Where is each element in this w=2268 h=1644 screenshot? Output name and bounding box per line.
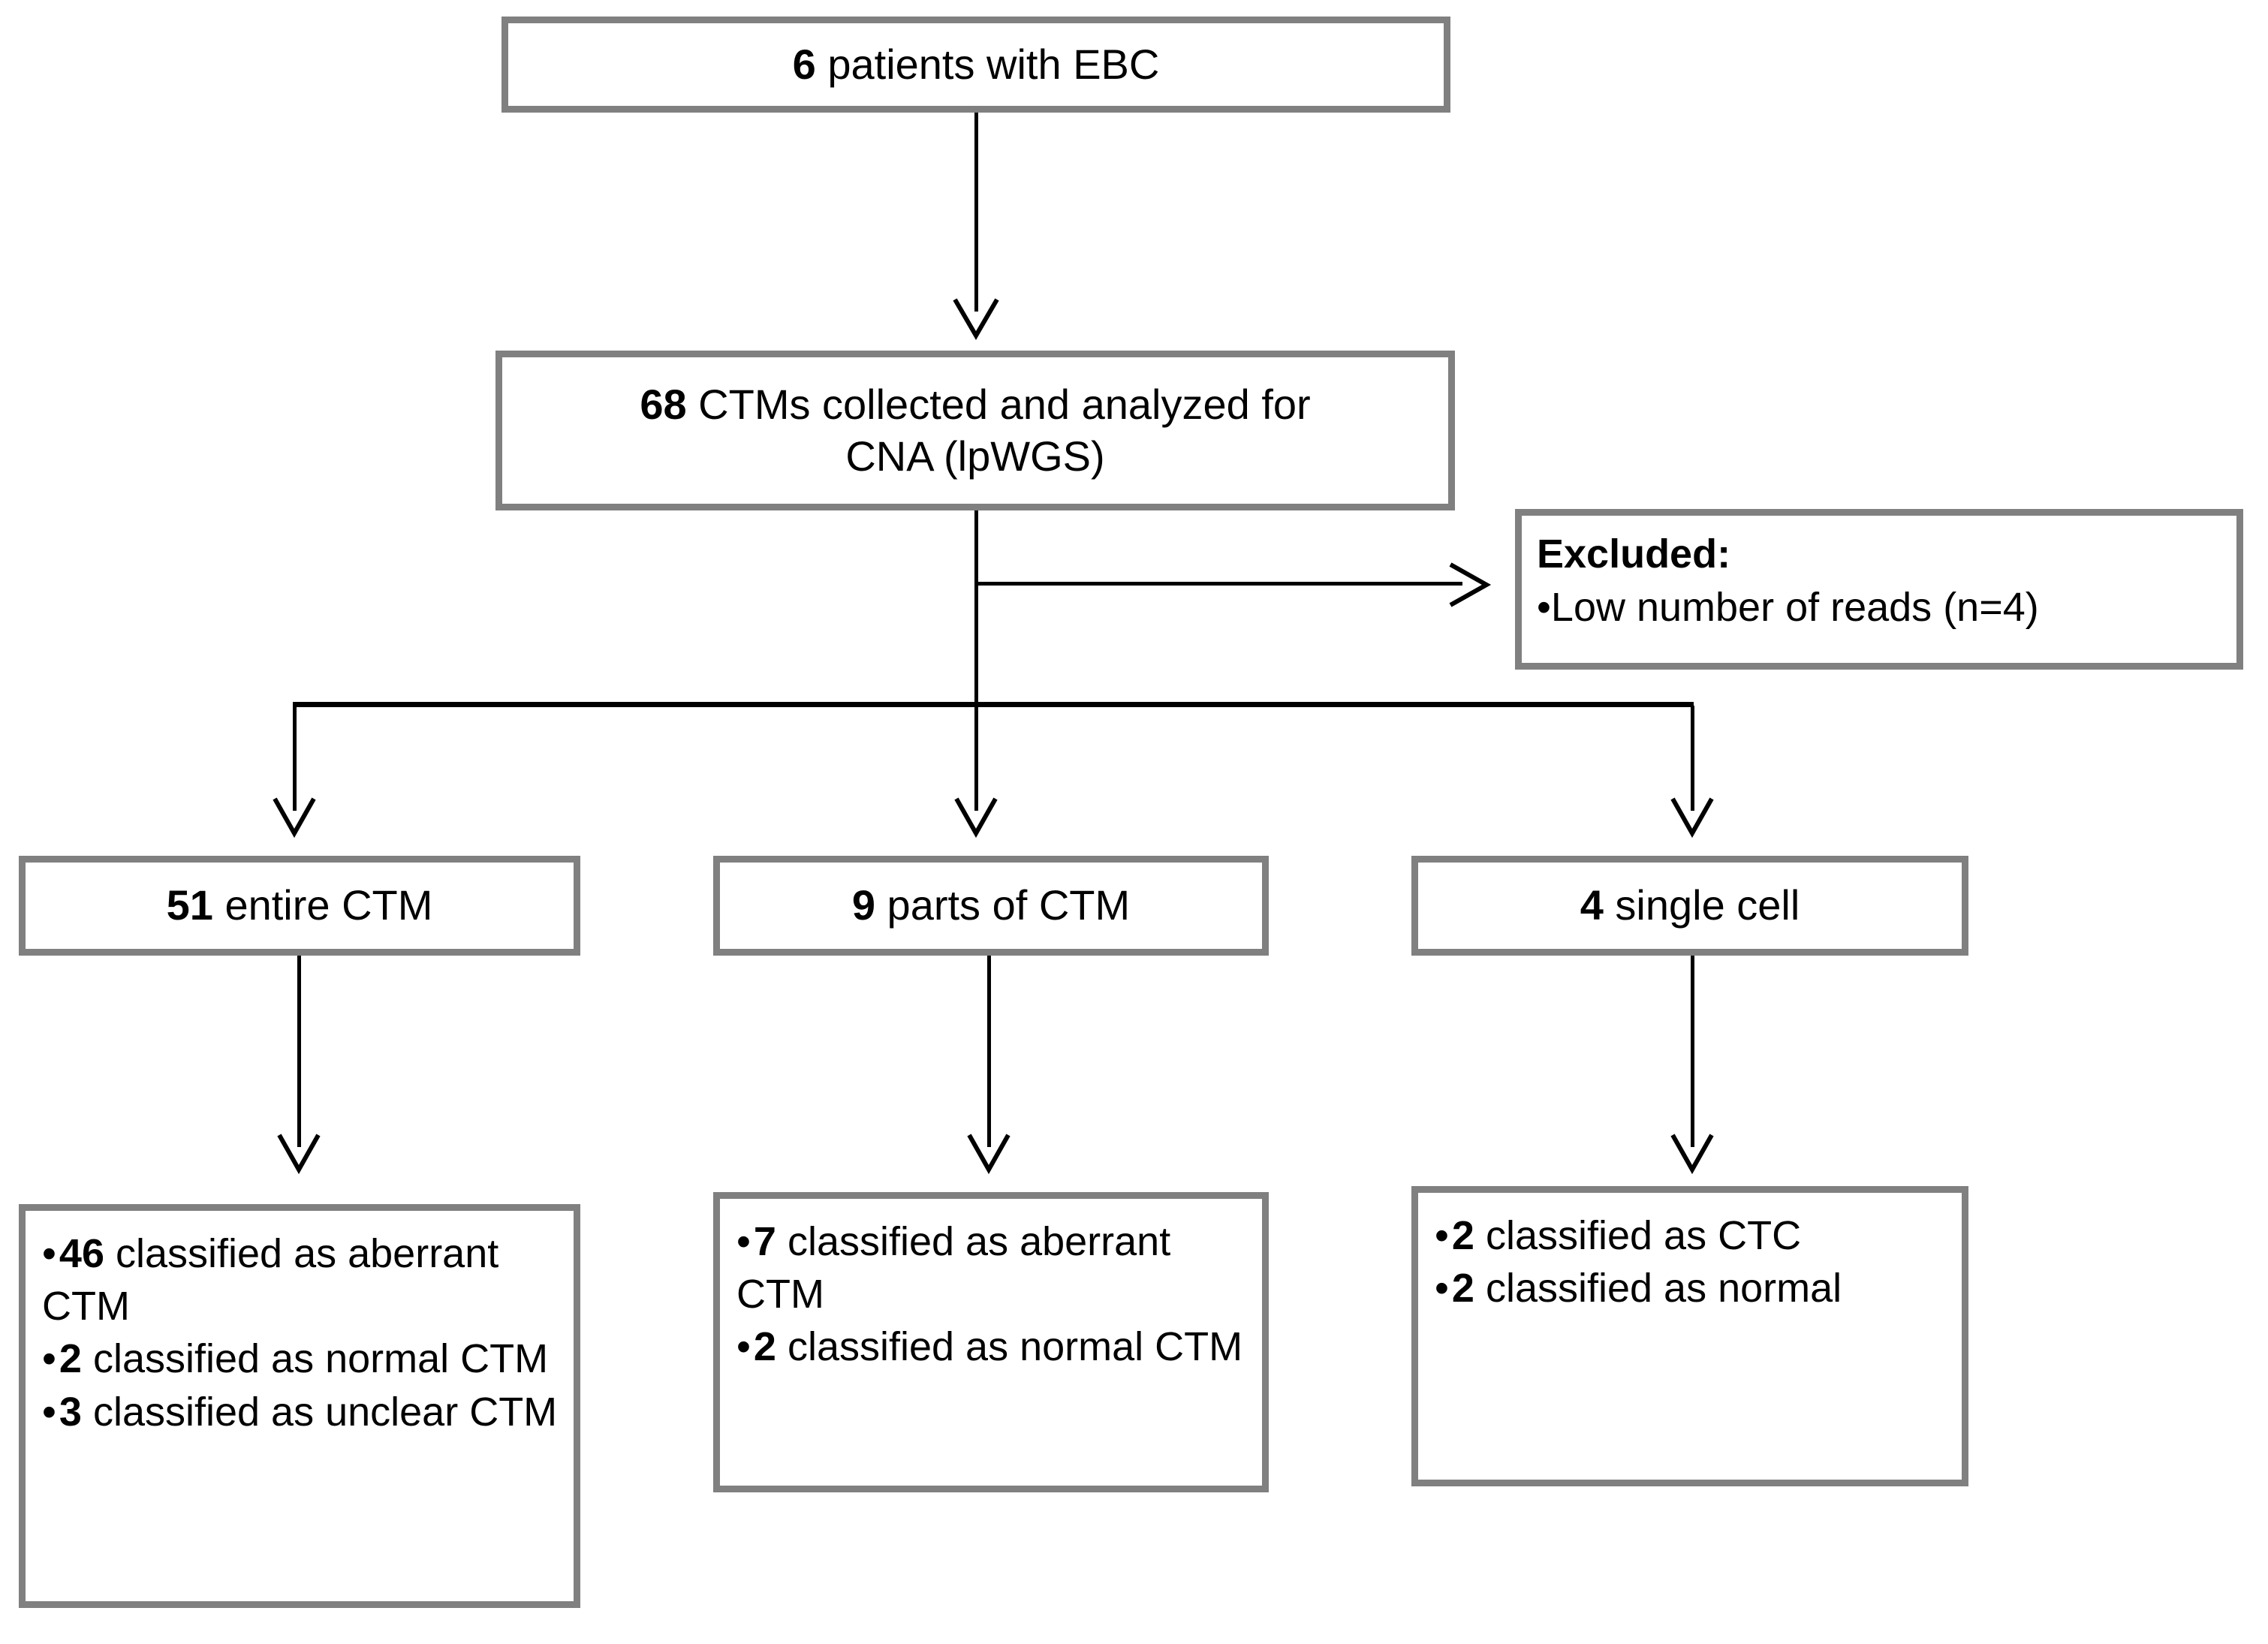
node-single-cell-results: •2 classified as CTC •2 classified as no…: [1411, 1186, 1968, 1486]
node-excluded-item: •Low number of reads (n=4): [1537, 581, 2226, 634]
node-entire-ctm: 51 entire CTM: [19, 856, 580, 956]
connector-ctms-to-excluded-line: [974, 582, 1462, 586]
node-single-cell-count: 4: [1580, 881, 1604, 929]
node-entire-ctm-label: entire CTM: [212, 881, 433, 929]
node-excluded-item-text: Low number of reads (n=4): [1550, 585, 2039, 631]
node-parts-of-ctm-results: •7 classified as aberrant CTM •2 classif…: [713, 1192, 1269, 1492]
connector-ctms-trunk: [974, 510, 978, 706]
list-item: •3 classified as unclear CTM: [42, 1386, 562, 1438]
node-patients-text: 6 patients with EBC: [784, 39, 1169, 90]
list-item: •2 classified as normal: [1435, 1262, 1950, 1314]
list-item: •2 classified as normal CTM: [736, 1320, 1250, 1373]
list-item: •2 classified as normal CTM: [42, 1332, 562, 1385]
arrowhead-patients-to-ctms: [952, 297, 1000, 342]
node-entire-ctm-count: 51: [166, 881, 213, 929]
node-parts-of-ctm: 9 parts of CTM: [713, 856, 1269, 956]
arrowhead-ctms-to-excluded: [1447, 562, 1492, 608]
arrowhead-split-to-entire-ctm: [272, 796, 317, 839]
list-item-count: 2: [1451, 1266, 1474, 1311]
arrowhead-single-cell-to-results: [1670, 1132, 1715, 1176]
list-item-count: 2: [1451, 1213, 1474, 1258]
node-parts-of-ctm-text: 9 parts of CTM: [843, 880, 1139, 931]
node-ctms-line2: CNA (lpWGS): [845, 432, 1105, 480]
bullet-icon: •: [42, 1231, 56, 1276]
bullet-icon: •: [42, 1389, 56, 1435]
connector-single-cell-to-results-line: [1691, 956, 1694, 1147]
node-ctms-line1: 68 CTMs collected and analyzed for: [640, 379, 1310, 430]
node-patients-label: patients with EBC: [815, 40, 1160, 88]
arrowhead-split-to-single-cell: [1670, 796, 1715, 839]
connector-split-to-entire-ctm-line: [293, 706, 297, 811]
list-item: •2 classified as CTC: [1435, 1209, 1950, 1262]
connector-split-to-single-cell-line: [1691, 706, 1694, 811]
bullet-icon: •: [736, 1324, 751, 1370]
list-item-text: classified as unclear CTM: [81, 1389, 558, 1435]
list-item-text: classified as aberrant CTM: [42, 1231, 499, 1329]
list-item: •7 classified as aberrant CTM: [736, 1215, 1250, 1320]
connector-parts-of-ctm-to-results-line: [987, 956, 991, 1147]
node-ctms-text: 68 CTMs collected and analyzed for CNA (…: [631, 379, 1319, 482]
node-excluded-heading: Excluded:: [1537, 531, 1731, 577]
arrowhead-split-to-parts-of-ctm: [953, 796, 998, 839]
list-item-text: classified as normal: [1474, 1266, 1842, 1311]
arrowhead-parts-of-ctm-to-results: [966, 1132, 1011, 1176]
arrowhead-entire-ctm-to-results: [276, 1132, 321, 1176]
node-ctms-count: 68: [640, 381, 687, 429]
connector-split-bar: [293, 702, 1694, 707]
connector-patients-to-ctms-line: [974, 113, 978, 312]
node-parts-of-ctm-label: parts of CTM: [875, 881, 1131, 929]
bullet-icon: •: [42, 1336, 56, 1382]
bullet-icon: •: [1435, 1266, 1449, 1311]
list-item-count: 2: [753, 1324, 776, 1370]
node-ctms-line1-rest: CTMs collected and analyzed for: [686, 381, 1311, 429]
node-excluded: Excluded: •Low number of reads (n=4): [1515, 509, 2243, 670]
connector-entire-ctm-to-results-line: [297, 956, 301, 1147]
node-entire-ctm-text: 51 entire CTM: [158, 880, 442, 931]
node-parts-of-ctm-count: 9: [851, 881, 875, 929]
bullet-icon: •: [1537, 585, 1551, 631]
list-item-text: classified as aberrant CTM: [736, 1219, 1171, 1317]
node-single-cell-text: 4 single cell: [1571, 880, 1809, 931]
node-single-cell: 4 single cell: [1411, 856, 1968, 956]
node-entire-ctm-results: •46 classified as aberrant CTM •2 classi…: [19, 1204, 580, 1608]
list-item-count: 2: [59, 1336, 82, 1382]
list-item-text: classified as normal CTM: [81, 1336, 549, 1382]
bullet-icon: •: [1435, 1213, 1449, 1258]
list-item-count: 46: [59, 1231, 104, 1276]
list-item-text: classified as normal CTM: [776, 1324, 1243, 1370]
node-ctms: 68 CTMs collected and analyzed for CNA (…: [495, 351, 1455, 510]
node-single-cell-label: single cell: [1603, 881, 1800, 929]
list-item-text: classified as CTC: [1474, 1213, 1802, 1258]
list-item-count: 3: [59, 1389, 82, 1435]
list-item-count: 7: [753, 1219, 776, 1264]
bullet-icon: •: [736, 1219, 751, 1264]
list-item: •46 classified as aberrant CTM: [42, 1227, 562, 1332]
node-patients: 6 patients with EBC: [501, 17, 1450, 113]
connector-split-to-parts-of-ctm-line: [974, 706, 978, 811]
node-patients-count: 6: [792, 40, 816, 88]
